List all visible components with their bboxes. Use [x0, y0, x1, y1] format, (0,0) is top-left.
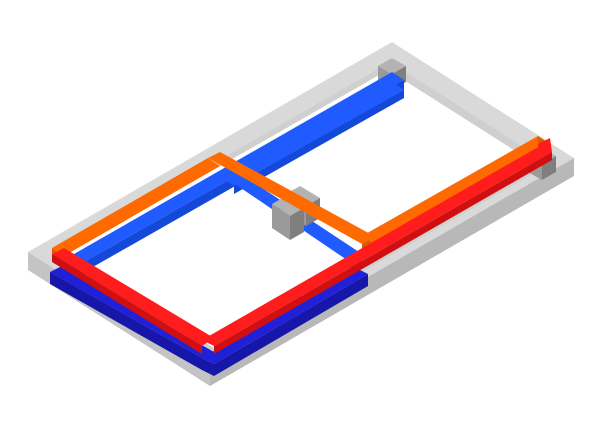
pipe-top-face [202, 146, 552, 346]
pipe-top-face [52, 248, 214, 346]
pipe-side-face [214, 152, 552, 354]
pipe-top-face [202, 268, 368, 364]
pipe-side-face [52, 254, 202, 354]
pipe-top-face [208, 152, 374, 244]
pipe-side-face [214, 274, 368, 376]
pipe-side-face [234, 90, 404, 194]
block-left-face [272, 204, 290, 240]
pipe-side-face [202, 358, 214, 376]
block-right-face [290, 208, 304, 240]
pipe-top-face [538, 138, 552, 158]
pipe-top-face [222, 82, 404, 186]
pipe-side-face [50, 272, 202, 370]
pipe-orange [52, 136, 550, 262]
block-top-face [272, 196, 304, 216]
pipe-top-face [362, 136, 550, 244]
block-top-face [286, 186, 320, 206]
pipe-top-face [52, 158, 220, 256]
pipe-red [52, 138, 552, 354]
frame-right-face [210, 158, 574, 386]
